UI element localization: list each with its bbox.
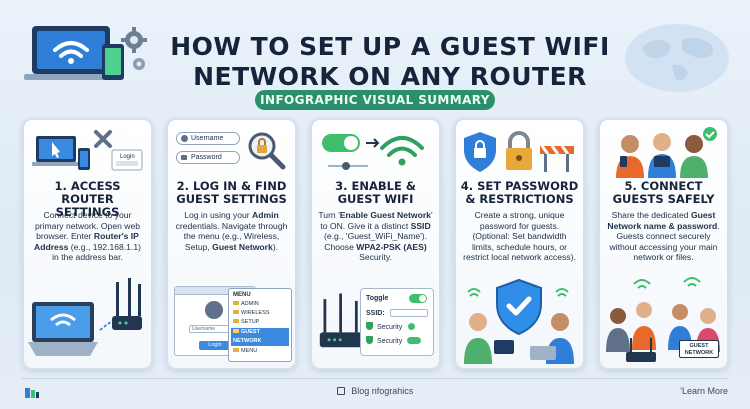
ssid-input <box>389 309 428 318</box>
lock-icon <box>181 155 187 160</box>
security-label-2: Security <box>376 338 403 345</box>
check-icon <box>408 323 416 330</box>
brand-logo-icon <box>25 388 39 398</box>
step-body-3-part: Security. <box>359 252 392 262</box>
step-body-4-part: Create a strong, unique password for gue… <box>474 210 565 231</box>
toggle-row: Toggle <box>366 293 428 307</box>
login-box-label: Login <box>120 154 135 160</box>
footer-center: Blog nfograhics <box>0 386 750 396</box>
step-body-2-part: credentials. Navigate through the menu (… <box>175 220 288 252</box>
step-body-5: Share the dedicated Guest Network name &… <box>606 210 721 263</box>
step-card-4: 4. SET PASSWORD & RESTRICTIONS Create a … <box>454 118 585 370</box>
step-card-1: 1. ACCESS ROUTER SETTINGS Connect device… <box>22 118 153 370</box>
guests-phones-icon <box>616 127 717 178</box>
shield-lock-barrier-icon <box>464 131 574 172</box>
step-body-3-part: Enable Guest Network <box>339 210 431 220</box>
toggle-switch <box>407 337 422 344</box>
world-map-icon <box>625 24 729 92</box>
footer-divider <box>22 378 728 379</box>
user-icon <box>181 135 188 142</box>
browser-bar <box>175 287 255 295</box>
page-title: HOW TO SET UP A GUEST WIFI NETWORK ON AN… <box>150 32 630 92</box>
step-body-2-part: Guest Network <box>212 241 273 252</box>
title-line-1: HOW TO SET UP A GUEST WIFI <box>170 32 610 61</box>
menu-item-0: ADMIN <box>233 300 287 309</box>
magnifier-lock-icon <box>248 132 286 170</box>
mini-login-button: Login <box>199 341 231 350</box>
folder-icon <box>233 329 239 333</box>
guest-network-sign: GUEST NETWORK <box>679 340 719 358</box>
router-icon <box>319 293 363 348</box>
hero-banner: HOW TO SET UP A GUEST WIFI NETWORK ON AN… <box>0 0 750 110</box>
toggle-switch <box>409 294 427 303</box>
devices-tools-icon <box>32 130 143 171</box>
step-body-1-part: Router's IP Address <box>33 231 139 252</box>
step-body-3-part: ' to ON. Give it a distinct <box>320 210 433 231</box>
password-field: Password <box>176 151 240 164</box>
step-body-3-part: Turn ' <box>318 210 340 220</box>
settings-panel: Toggle SSID: Security Security <box>360 288 434 356</box>
menu-item-3: GUEST NETWORK <box>231 328 289 346</box>
security-label-1: Security <box>376 324 403 331</box>
toggle-label: Toggle <box>366 295 389 302</box>
folder-icon <box>233 301 239 305</box>
shield-icon <box>366 336 373 344</box>
blog-icon <box>336 387 345 395</box>
learn-more-link[interactable]: 'Learn More <box>680 386 728 396</box>
avatar <box>205 301 223 319</box>
step-body-3-part: WPA2-PSK (AES) <box>356 241 427 252</box>
step-body-1-part: Enter <box>68 231 94 241</box>
step-heading-3: 3. ENABLE & GUEST WIFI <box>335 179 416 206</box>
people-shield-icon <box>464 278 574 364</box>
laptop-wifi-icon <box>24 26 147 80</box>
step-body-5-part: Guest Network name & password <box>607 210 718 231</box>
step-body-3-part: SSID <box>410 220 431 231</box>
password-placeholder: Password <box>191 154 222 161</box>
footer-center-text: Blog nfograhics <box>351 386 414 396</box>
ssid-label: SSID: <box>366 310 385 317</box>
step-body-2-part: Log in using your <box>184 210 253 220</box>
mini-username-text: Username <box>192 326 216 332</box>
step-card-2: Username Password 2. LOG IN & FIND GUEST… <box>166 118 297 370</box>
menu-item-2: SETUP <box>233 318 287 327</box>
username-placeholder: Username <box>191 135 224 142</box>
subtitle-badge: INFOGRAPHIC VISUAL SUMMARY <box>255 90 495 110</box>
security-row-2: Security <box>366 335 428 349</box>
menu-item-4: MENU <box>233 347 287 356</box>
security-row-1: Security <box>366 321 428 335</box>
step-body-1: Connect device to your primary network. … <box>30 210 145 263</box>
step-body-1-part: (e.g., 192.168.1.1) in the address bar. <box>52 241 141 263</box>
step-body-2-part: ). <box>272 241 279 252</box>
menu-item-1: WIRELESS <box>233 309 287 318</box>
toggle-wifi-icon <box>322 134 424 170</box>
step-heading-1: 1. ACCESS ROUTER SETTINGS <box>54 179 121 219</box>
step-body-5-part: . Guests connect securely without access… <box>609 220 720 263</box>
folder-icon <box>233 348 239 352</box>
footer: Blog nfograhics 'Learn More <box>0 378 750 409</box>
step-body-1-part: Connect device to your primary network. … <box>34 210 141 241</box>
step-body-3-part: (e.g., 'Guest_WiFi_Name'). Choose <box>323 231 428 252</box>
menu-title: MENU <box>233 292 251 298</box>
shield-icon <box>366 322 373 330</box>
step-card-5: 5. CONNECT GUESTS SAFELY Share the dedic… <box>598 118 729 370</box>
step-body-3: Turn 'Enable Guest Network' to ON. Give … <box>318 210 433 263</box>
step-body-2: Log in using your Admin credentials. Nav… <box>174 210 289 252</box>
step-body-5-part: Share the dedicated <box>611 210 691 220</box>
folder-icon <box>233 319 239 323</box>
step-heading-4: 4. SET PASSWORD & RESTRICTIONS <box>460 179 579 206</box>
folder-icon <box>233 310 239 314</box>
menu-panel: MENU ADMIN WIRELESS SETUP GUEST NETWORK … <box>228 288 292 362</box>
step-heading-2: 2. LOG IN & FIND GUEST SETTINGS <box>176 179 287 206</box>
step-card-3: 3. ENABLE & GUEST WIFI Turn 'Enable Gues… <box>310 118 441 370</box>
step-body-4: Create a strong, unique password for gue… <box>462 210 577 263</box>
laptop-router-icon <box>28 278 142 356</box>
step-heading-5: 5. CONNECT GUESTS SAFELY <box>612 179 715 206</box>
step-body-4-part: (Optional: Set bandwidth limits, schedul… <box>463 231 576 262</box>
username-field: Username <box>176 132 240 145</box>
title-line-2: NETWORK ON ANY ROUTER <box>193 62 587 91</box>
steps-row: 1. ACCESS ROUTER SETTINGS Connect device… <box>22 118 730 370</box>
step-body-2-part: Admin <box>252 210 279 220</box>
ssid-row: SSID: <box>366 307 428 321</box>
